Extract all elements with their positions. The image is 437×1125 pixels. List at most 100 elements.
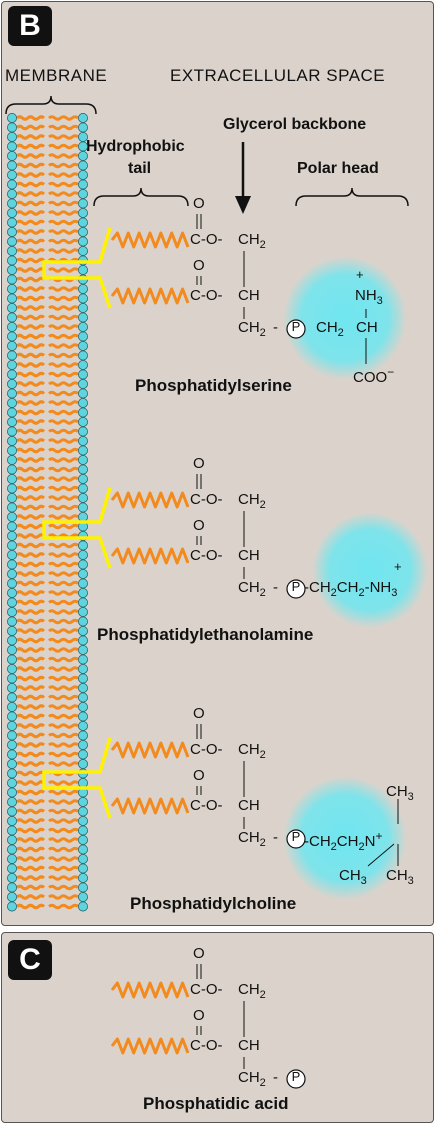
lipid-head-outer	[7, 578, 17, 589]
tail-L	[15, 656, 46, 663]
serine-nh3: NH3	[355, 287, 383, 307]
choline-ch2a-sub: 2	[330, 841, 337, 853]
lipid4-ch2-bottom-text: CH	[238, 1069, 260, 1086]
tail-R	[48, 314, 79, 321]
tail-L	[15, 704, 46, 710]
choline-ch2b: CH	[336, 833, 359, 850]
lipid-name-1: Phosphatidylserine	[135, 376, 292, 395]
tail-R	[48, 903, 79, 910]
lipid4-ch2-top-sub: 2	[259, 989, 266, 1001]
tail-L	[15, 333, 46, 340]
lipid-head-inner	[78, 683, 88, 693]
lipid-head-inner	[78, 113, 88, 123]
choline-methyl-right-sub: 3	[407, 875, 414, 887]
lipid-head-outer	[7, 436, 17, 446]
lipid-head-outer	[7, 901, 17, 912]
lipid-head-inner	[78, 711, 88, 722]
lipid3-phosphate: P	[291, 829, 301, 844]
lipid-head-inner	[78, 835, 88, 845]
lipid4-ester-1: C-O-	[190, 981, 223, 998]
lipid-head-outer	[7, 227, 17, 237]
tail-R	[48, 846, 79, 853]
tail-R	[48, 428, 79, 435]
lipid2-phosphate-circle	[286, 579, 306, 599]
ethanolamine-nh-sub: 3	[391, 587, 398, 599]
lipid-head-outer	[7, 379, 17, 389]
tail-L	[15, 200, 46, 207]
lipid1-ester-1: C-O-	[190, 231, 223, 248]
tail-L	[15, 219, 46, 226]
lipid-head-outer	[7, 502, 17, 513]
tail-L	[15, 514, 46, 520]
lipid-head-outer	[7, 521, 17, 532]
tail-R	[48, 200, 79, 207]
tail-R	[48, 609, 79, 615]
lipid-head-outer	[7, 160, 17, 171]
lipid3-tail-1	[110, 741, 190, 759]
lipid-head-inner	[78, 882, 88, 893]
lipid-head-outer	[7, 341, 17, 351]
lipid4-ch2-top: CH2	[238, 981, 266, 1001]
lipid1-carbonyl-o-1: O	[193, 195, 205, 212]
lipid-head-inner	[78, 236, 88, 247]
lipid4-ch: CH	[238, 1037, 260, 1054]
lipid-head-inner	[78, 426, 88, 437]
lipid4-carbonyl-o-2: O	[193, 1007, 205, 1024]
tail-L	[15, 324, 46, 330]
tail-R	[48, 409, 79, 416]
tail-R	[48, 856, 79, 862]
tail-R	[48, 685, 79, 691]
lipid-head-inner	[78, 341, 88, 351]
lipid-head-inner	[78, 730, 88, 741]
lipid2-carbonyl-o-2: O	[193, 517, 205, 534]
lipid-head-outer	[7, 388, 17, 399]
tail-L	[15, 295, 46, 302]
lipid-head-outer	[7, 189, 17, 199]
tail-L	[15, 780, 46, 786]
panel-c-name: Phosphatidic acid	[143, 1094, 289, 1113]
tail-R	[48, 599, 79, 606]
lipid-head-outer	[7, 626, 17, 636]
lipid2-tail-1	[110, 491, 190, 509]
lipid-head-inner	[78, 227, 88, 237]
lipid-head-inner	[78, 303, 88, 313]
tail-R	[48, 675, 79, 682]
tail-R	[48, 400, 79, 406]
lipid-head-outer	[7, 816, 17, 826]
lipid-head-outer	[7, 740, 17, 750]
tail-R	[48, 571, 79, 577]
ethanolamine-plus: +	[394, 559, 402, 574]
tail-R	[48, 371, 79, 378]
serine-coo-minus: −	[387, 365, 395, 379]
lipid-head-outer	[7, 730, 17, 741]
lipid1-phosphate: P	[291, 319, 301, 334]
lipid-head-outer	[7, 350, 17, 361]
lipid-head-outer	[7, 132, 17, 142]
lipid-head-outer	[7, 464, 17, 475]
lipid-head-inner	[78, 607, 88, 617]
tail-R	[48, 818, 79, 824]
lipid-head-inner	[78, 873, 88, 883]
lipid-bilayer	[7, 113, 88, 912]
tail-L	[15, 609, 46, 615]
tail-L	[15, 637, 46, 644]
lipid-head-outer	[7, 198, 17, 209]
tail-R	[48, 561, 79, 568]
tail-L	[15, 181, 46, 188]
tail-L	[15, 485, 46, 492]
lipid1-ester-2: C-O-	[190, 287, 223, 304]
ethanolamine-ch2a-sub: 2	[330, 587, 337, 599]
lipid-head-inner	[78, 597, 88, 608]
lipid3-ch2-top-sub: 2	[259, 749, 266, 761]
tail-L	[15, 267, 46, 273]
tail-L	[15, 371, 46, 378]
tail-L	[15, 599, 46, 606]
lipid4-tail-2	[110, 1037, 190, 1055]
lipid-head-inner	[78, 312, 88, 323]
polar-head-bracket	[295, 187, 409, 207]
tail-L	[15, 789, 46, 796]
lipid-head-inner	[78, 502, 88, 513]
tail-R	[48, 837, 79, 843]
lipid1-phosphate-dash: -	[273, 319, 278, 336]
tail-L	[15, 875, 46, 881]
